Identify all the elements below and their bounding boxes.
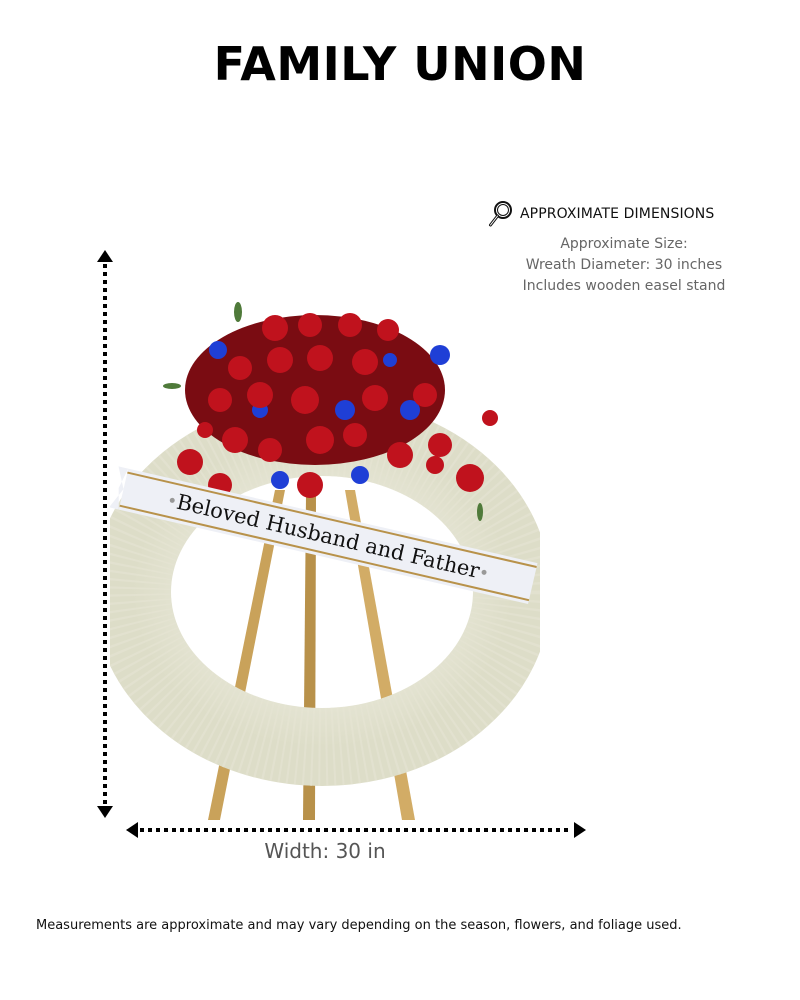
width-label: Width: 30 in [264, 839, 386, 863]
page-title: FAMILY UNION [213, 37, 587, 91]
easel-included-text: Includes wooden easel stand [522, 278, 726, 294]
width-arrow [126, 822, 586, 838]
approximate-size-label: Approximate Size: [560, 236, 688, 252]
dimensions-heading: APPROXIMATE DIMENSIONS [520, 206, 715, 222]
wreath-product-image: Beloved Husband and Father [110, 302, 540, 820]
dimensions-heading-row: APPROXIMATE DIMENSIONS [488, 200, 768, 228]
dimensions-details: Approximate Size: Wreath Diameter: 30 in… [488, 234, 760, 297]
wreath-diameter-text: Wreath Diameter: 30 inches [525, 257, 723, 273]
rose-spray [163, 302, 498, 521]
magnifier-icon [489, 201, 512, 227]
height-arrow [97, 250, 113, 818]
measurement-disclaimer: Measurements are approximate and may var… [36, 918, 682, 933]
dimensions-panel: APPROXIMATE DIMENSIONS Approximate Size:… [488, 200, 768, 297]
